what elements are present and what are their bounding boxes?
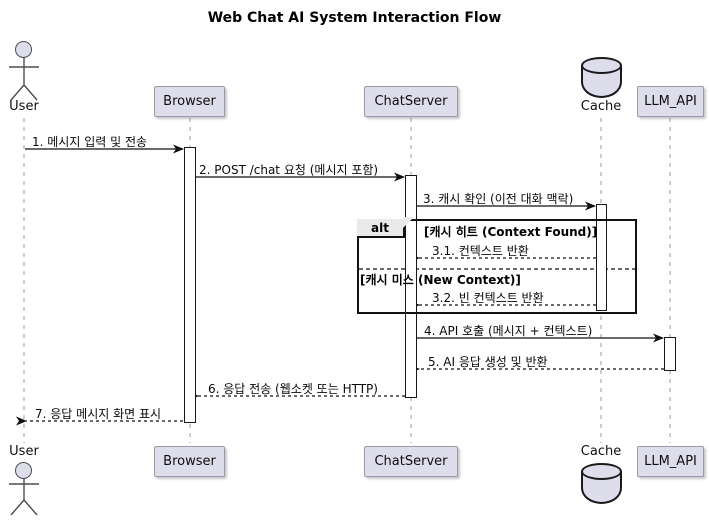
participant-browser-top[interactable]: Browser	[154, 86, 225, 117]
message-label-7: 7. 응답 메시지 화면 표시	[35, 407, 162, 421]
alt-operator-label: alt	[371, 220, 389, 235]
message-label-5: 5. AI 응답 생성 및 반환	[428, 355, 548, 369]
message-label-1: 1. 메시지 입력 및 전송	[32, 135, 148, 149]
participant-chatserver-bottom[interactable]: ChatServer	[364, 446, 458, 477]
participant-label-cache-top: Cache	[580, 99, 622, 114]
participant-label-llm-bottom: LLM_API	[644, 454, 697, 469]
message-label-3-2: 3.2. 빈 컨텍스트 반환	[432, 291, 544, 305]
alt-branch-condition-2: [캐시 미스 (New Context)]	[360, 273, 521, 287]
activation-bar-browser	[184, 147, 196, 423]
activation-bar-llm	[664, 337, 676, 371]
participant-llm-top[interactable]: LLM_API	[637, 86, 704, 117]
actor-user-top-body	[9, 58, 39, 101]
message-label-6: 6. 응답 전송 (웹소켓 또는 HTTP)	[208, 382, 378, 396]
participant-llm-bottom[interactable]: LLM_API	[637, 446, 704, 477]
participant-label-chatserver-bottom: ChatServer	[374, 454, 448, 469]
actor-user-bottom-body	[9, 478, 39, 516]
message-label-4: 4. API 호출 (메시지 + 컨텍스트)	[424, 324, 593, 338]
actor-head-icon-top	[15, 41, 32, 58]
message-label-2: 2. POST /chat 요청 (메시지 포함)	[199, 163, 379, 177]
activation-bar-chatserver	[405, 175, 417, 398]
participant-label-user-top: User	[9, 99, 39, 114]
actor-head-icon-bottom	[15, 462, 32, 479]
activation-bar-cache	[596, 204, 607, 311]
participant-label-chatserver-top: ChatServer	[374, 94, 448, 109]
alt-fragment-frame	[357, 219, 637, 314]
diagram-title: Web Chat AI System Interaction Flow	[207, 10, 502, 26]
database-cylinder-top-ellipse-bottom	[581, 463, 622, 480]
database-cylinder-top-ellipse-top	[581, 57, 622, 74]
participant-label-browser-bottom: Browser	[163, 454, 216, 469]
participant-label-cache-bottom: Cache	[580, 444, 622, 459]
participant-label-browser-top: Browser	[163, 94, 216, 109]
alt-branch-condition-1: [캐시 히트 (Context Found)]	[424, 225, 598, 239]
participant-label-user-bottom: User	[9, 444, 39, 459]
message-label-3-1: 3.1. 컨텍스트 반환	[432, 244, 529, 258]
participant-chatserver-top[interactable]: ChatServer	[364, 86, 458, 117]
message-label-3: 3. 캐시 확인 (이전 대화 맥락)	[423, 192, 574, 206]
alt-fragment-operator-tag: alt	[357, 217, 414, 238]
participant-browser-bottom[interactable]: Browser	[154, 446, 225, 477]
participant-label-llm-top: LLM_API	[644, 94, 697, 109]
